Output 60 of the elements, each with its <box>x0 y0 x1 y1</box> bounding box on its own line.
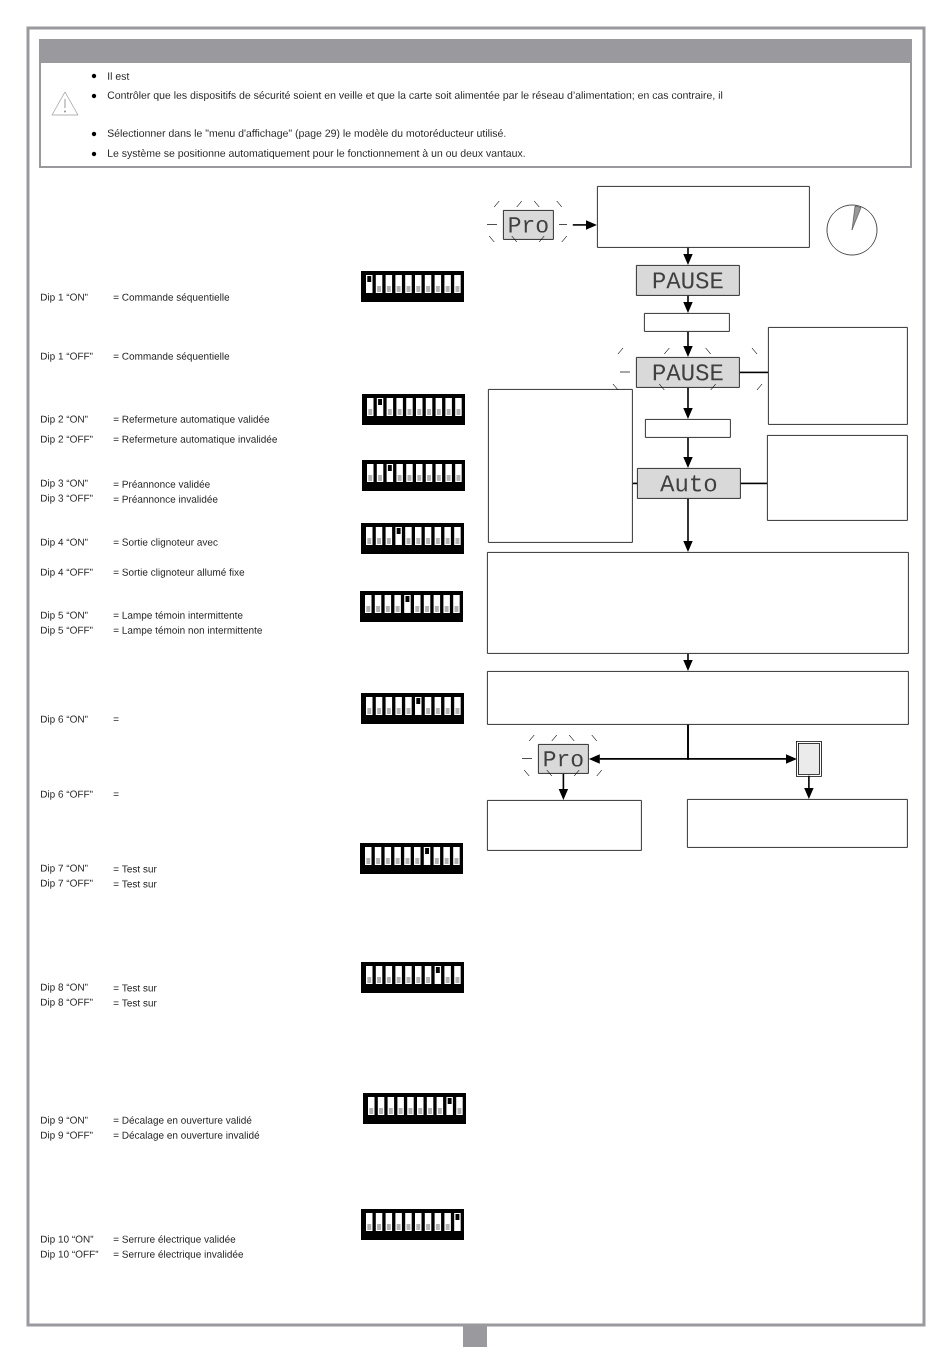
setting-text: = Serrure électrique validée <box>113 1235 236 1245</box>
notice-text: Il est <box>108 72 130 80</box>
process-box <box>645 419 731 438</box>
setting-text: = Préannonce validée <box>113 480 210 488</box>
switch-name: Dip 10 “ON” <box>41 1235 94 1245</box>
setting-text: = Serrure électrique invalidée <box>113 1250 244 1260</box>
switch-name: Dip 2 “OFF” <box>41 435 93 445</box>
process-box <box>597 186 810 248</box>
switch-name: Dip 4 “OFF” <box>41 568 93 578</box>
switch-name: Dip 9 “ON” <box>41 1116 88 1126</box>
switch-name: Dip 7 “ON” <box>41 864 88 874</box>
display-window <box>796 741 822 777</box>
switch-name: Dip 2 “ON” <box>41 415 88 425</box>
setting-text: = Décalage en ouverture validé <box>113 1116 252 1126</box>
setting-text: = Commande séquentielle <box>113 352 230 362</box>
notice-text: Contrôler que les dispositifs de sécurité soient en veille et que la carte soit alimentée par le réseau d’alimentation; en cas contraire, il <box>107 91 723 101</box>
lcd-display: Pro <box>503 210 554 240</box>
process-box <box>488 389 633 543</box>
process-box <box>644 313 730 332</box>
setting-text: = Commande séquentielle <box>113 293 230 303</box>
lcd-display: Pro <box>538 744 589 774</box>
switch-name: Dip 6 “ON” <box>41 715 88 725</box>
switch-name: Dip 9 “OFF” <box>41 1131 93 1141</box>
lcd-display: PAUSE <box>636 357 740 388</box>
process-box <box>487 800 642 851</box>
switch-name: Dip 3 “OFF” <box>41 494 93 504</box>
setting-text: = <box>113 792 119 796</box>
switch-name: Dip 3 “ON” <box>41 479 88 489</box>
switch-name: Dip 10 “OFF” <box>41 1250 99 1260</box>
switch-name: Dip 7 “OFF” <box>41 879 93 889</box>
setting-text: = Préannonce invalidée <box>113 495 218 503</box>
setting-text: = Refermeture automatique validée <box>113 415 270 425</box>
switch-name: Dip 1 “ON” <box>41 293 88 303</box>
notice-text: Le système se positionne automatiquement pour le fonctionnement à un ou deux vantaux. <box>108 149 525 159</box>
process-box <box>487 671 909 725</box>
setting-text: = Sortie clignoteur avec <box>113 538 218 548</box>
setting-text: = Test sur <box>113 999 157 1007</box>
setting-text: = Test sur <box>113 984 157 992</box>
process-box <box>767 435 908 521</box>
switch-name: Dip 6 “OFF” <box>41 790 93 800</box>
process-box <box>687 799 908 848</box>
setting-text: = Refermeture automatique invalidée <box>113 435 277 445</box>
switch-name: Dip 4 “ON” <box>41 538 88 548</box>
switch-name: Dip 1 “OFF” <box>41 352 93 362</box>
setting-text: = Test sur <box>113 880 157 888</box>
setting-text: = Sortie clignoteur allumé fixe <box>113 568 245 578</box>
process-box <box>768 327 908 425</box>
switch-name: Dip 8 “OFF” <box>41 998 93 1008</box>
switch-name: Dip 5 “ON” <box>41 611 88 621</box>
setting-text: = Lampe témoin intermittente <box>113 611 243 621</box>
setting-text: = Décalage en ouverture invalidé <box>113 1131 260 1141</box>
process-box <box>487 552 909 654</box>
notice-text: Sélectionner dans le "menu d'affichage" (page 29) le modèle du motoréducteur utilisé. <box>107 129 506 139</box>
switch-name: Dip 5 “OFF” <box>41 626 93 636</box>
setting-text: = <box>113 717 119 721</box>
setting-text: = Test sur <box>113 865 157 873</box>
setting-text: = Lampe témoin non intermittente <box>113 626 262 636</box>
lcd-display: Auto <box>637 468 741 499</box>
lcd-display: PAUSE <box>636 265 740 296</box>
switch-name: Dip 8 “ON” <box>41 983 88 993</box>
